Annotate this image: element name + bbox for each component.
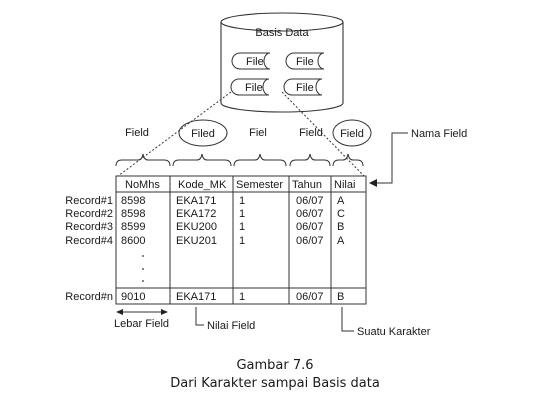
arrowhead bbox=[161, 309, 168, 315]
field-width-callout: Lebar Field bbox=[114, 309, 169, 330]
field-braces bbox=[115, 153, 364, 167]
field-brace bbox=[233, 153, 287, 167]
table-cell: EKU201 bbox=[176, 235, 217, 247]
table-cell: B bbox=[337, 221, 344, 233]
field-label: Field bbox=[125, 127, 149, 139]
figure-number: Gambar 7.6 bbox=[236, 358, 314, 373]
file-3: File bbox=[230, 78, 270, 96]
record-label: Record#4 bbox=[65, 235, 113, 247]
table-cell: 8598 bbox=[121, 195, 145, 207]
file-label: File bbox=[245, 82, 263, 94]
file-1: File bbox=[231, 52, 271, 70]
zoom-line-left bbox=[117, 91, 232, 177]
ellipsis-dots bbox=[142, 255, 144, 282]
file-label: File bbox=[296, 82, 314, 94]
character-label: Suatu Karakter bbox=[357, 326, 431, 338]
table-cell: 1 bbox=[239, 291, 245, 303]
table-cell: B bbox=[337, 291, 344, 303]
table-cell: 06/07 bbox=[296, 291, 324, 303]
file-label: File bbox=[246, 56, 264, 68]
field-label: Filed bbox=[191, 128, 215, 140]
field-brace bbox=[115, 153, 171, 167]
field-highlight-ellipse bbox=[178, 119, 228, 147]
table-cell: 8598 bbox=[121, 208, 145, 220]
table-cell: EKU200 bbox=[176, 221, 217, 233]
figure-caption: Dari Karakter sampai Basis data bbox=[170, 376, 380, 391]
file-label: File bbox=[296, 56, 314, 68]
file-4: File bbox=[283, 78, 323, 96]
column-header: Semester bbox=[236, 179, 283, 191]
field-width-label: Lebar Field bbox=[114, 318, 169, 330]
field-value-callout: Nilai Field bbox=[195, 307, 255, 332]
callout-line bbox=[375, 132, 408, 184]
table-cell: EKA171 bbox=[176, 195, 216, 207]
table-cell: 9010 bbox=[121, 291, 145, 303]
table-cell: EKA172 bbox=[176, 208, 216, 220]
column-header: NoMhs bbox=[125, 179, 160, 191]
record-label: Record#n bbox=[65, 291, 113, 303]
field-name-label: Nama Field bbox=[411, 128, 467, 140]
arrowhead bbox=[369, 179, 377, 187]
zoom-line-right bbox=[281, 91, 365, 177]
database-label: Basis Data bbox=[255, 27, 309, 39]
table-cell: C bbox=[337, 208, 345, 220]
table-cell: EKA171 bbox=[176, 291, 216, 303]
table-cell: 1 bbox=[239, 221, 245, 233]
record-label: Record#2 bbox=[65, 208, 113, 220]
field-brace bbox=[172, 153, 232, 167]
record-label: Record#3 bbox=[65, 221, 113, 233]
field-brace bbox=[289, 153, 331, 167]
column-header: Nilai bbox=[334, 179, 355, 191]
column-header: Tahun bbox=[292, 179, 322, 191]
table-cell: 06/07 bbox=[296, 195, 324, 207]
file-2: File bbox=[285, 52, 325, 70]
table-cell: 1 bbox=[239, 195, 245, 207]
table-cell: 8600 bbox=[121, 235, 145, 247]
table-cell: 1 bbox=[239, 208, 245, 220]
table-border bbox=[115, 175, 367, 305]
table-cell: 06/07 bbox=[296, 208, 324, 220]
field-value-label: Nilai Field bbox=[207, 320, 255, 332]
field-highlight-ellipse bbox=[332, 119, 372, 147]
table-cell: 8599 bbox=[121, 221, 145, 233]
field-label: Field bbox=[299, 127, 323, 139]
table-cell: A bbox=[337, 195, 345, 207]
table-cell: 1 bbox=[239, 235, 245, 247]
table-cell: 06/07 bbox=[296, 235, 324, 247]
table-cell: 06/07 bbox=[296, 221, 324, 233]
field-brace bbox=[332, 153, 364, 167]
column-header: Kode_MK bbox=[178, 179, 227, 191]
arrowhead bbox=[116, 309, 123, 315]
field-name-callout: Nama Field bbox=[369, 128, 467, 187]
records-table: NoMhs Kode_MK Semester Tahun Nilai Recor… bbox=[65, 175, 367, 305]
record-label: Record#1 bbox=[65, 195, 113, 207]
field-label: Fiel bbox=[249, 127, 267, 139]
field-label: Field bbox=[340, 128, 364, 140]
character-callout: Suatu Karakter bbox=[341, 307, 431, 338]
table-cell: A bbox=[337, 235, 345, 247]
